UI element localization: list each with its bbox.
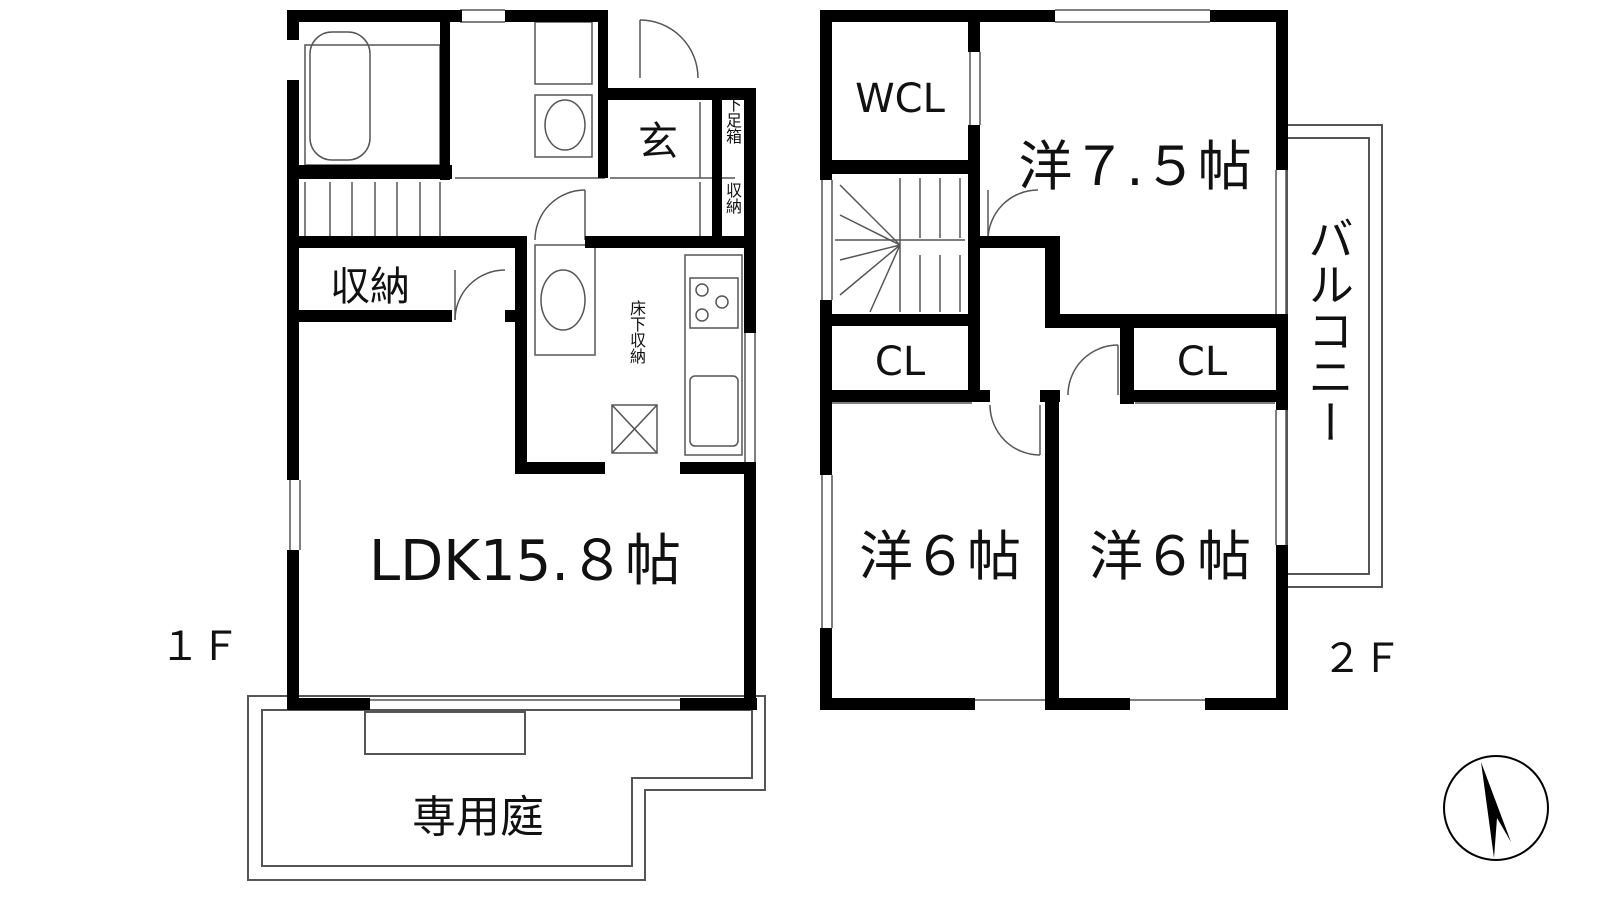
hall-storage-label-box: 収納: [723, 182, 742, 214]
western-6-left-label: 洋６帖: [859, 525, 1021, 588]
cl-left-label: CL: [875, 339, 926, 385]
floor-1: LDK15.８帖 収納 玄 専用庭 １Ｆ 下足箱 収納 床下収納: [160, 9, 766, 881]
underfloor-storage-label-box: 床下収納: [627, 300, 646, 364]
balcony-label: バルコニー: [1301, 215, 1355, 445]
shoe-box-label: 下足箱: [723, 96, 742, 144]
floor-2-walls: [820, 10, 1288, 710]
entrance-label: 玄: [638, 119, 678, 165]
floor-2: WCL 洋７.５帖 CL CL 洋６帖 洋６帖 ２Ｆ バルコニー: [820, 9, 1402, 710]
floor-2-label: ２Ｆ: [1322, 636, 1402, 682]
private-garden-label: 専用庭: [412, 792, 544, 843]
balcony-label-box: バルコニー: [1301, 215, 1355, 445]
floor-1-label: １Ｆ: [160, 624, 240, 670]
shoe-box-label-box: 下足箱: [723, 96, 742, 144]
cl-right-label: CL: [1177, 339, 1228, 385]
storage-label: 収納: [330, 264, 410, 310]
floor-2-thin-lines: [821, 9, 1287, 701]
underfloor-storage-label: 床下収納: [627, 300, 646, 364]
western-75-label: 洋７.５帖: [1018, 135, 1251, 198]
western-6-right-label: 洋６帖: [1089, 525, 1251, 588]
ldk-label: LDK15.８帖: [369, 529, 681, 594]
floor-1-walls: [287, 10, 757, 710]
hall-storage-label: 収納: [723, 182, 742, 214]
wcl-label: WCL: [855, 76, 945, 122]
north-arrow-icon: [1443, 755, 1549, 861]
private-garden-outline: [247, 695, 766, 881]
